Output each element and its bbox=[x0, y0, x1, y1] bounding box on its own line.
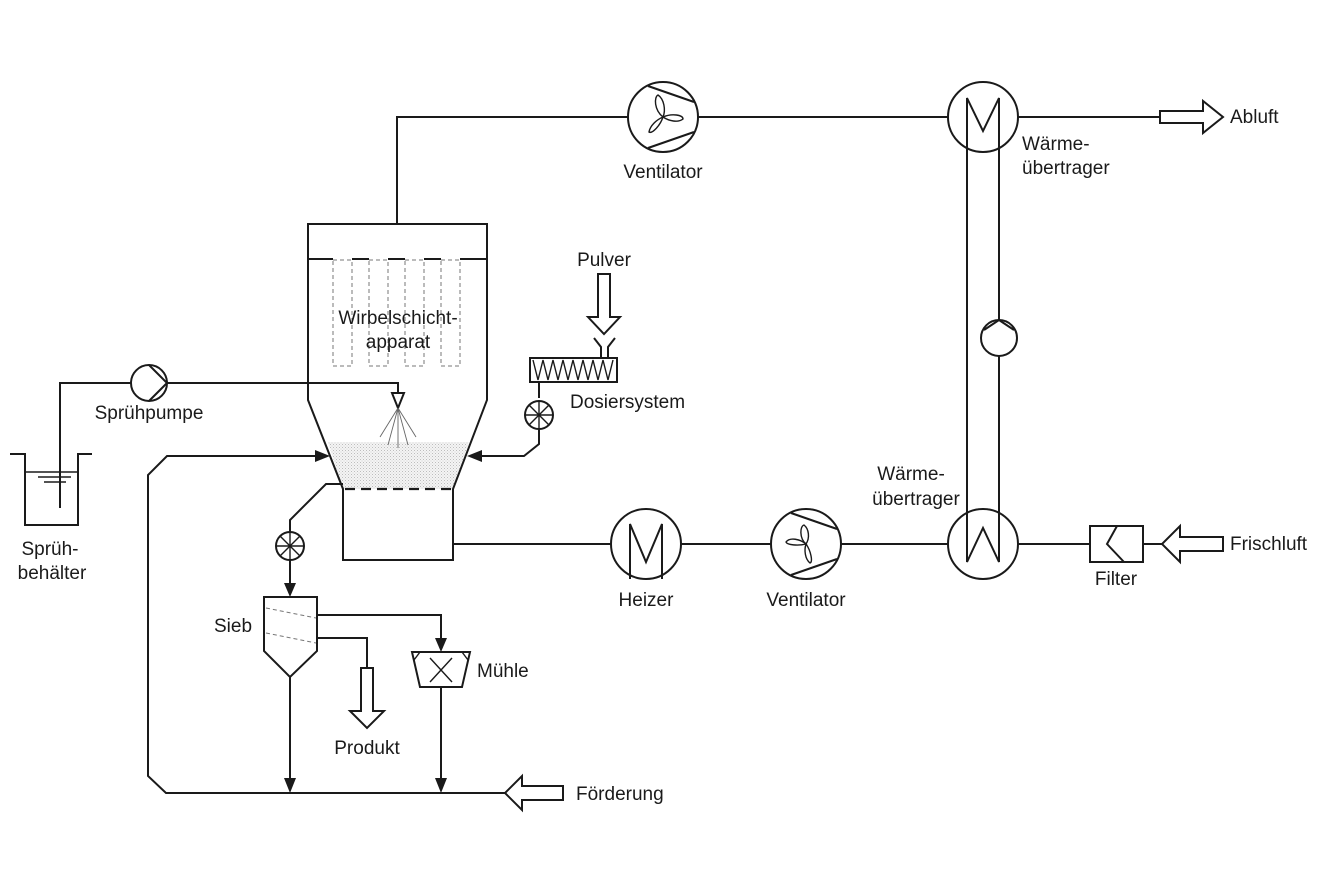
product-arrow-icon bbox=[347, 667, 387, 730]
fresh-air-label: Frischluft bbox=[1230, 534, 1308, 555]
arrowhead-icon bbox=[467, 450, 482, 462]
fluidized-bed-particles bbox=[328, 442, 469, 489]
ventilator-top[interactable] bbox=[627, 81, 699, 153]
ventilator-top-label: Ventilator bbox=[623, 162, 703, 183]
powder-arrow-icon bbox=[585, 273, 623, 336]
heat-exchanger-bottom-label-line1: Wärme- bbox=[877, 464, 945, 485]
ventilator-bottom[interactable] bbox=[770, 508, 842, 580]
apparatus-shell bbox=[307, 223, 488, 561]
powder-label: Pulver bbox=[577, 250, 632, 271]
ventilator-bottom-label: Ventilator bbox=[766, 590, 846, 611]
fresh-air-arrow-icon bbox=[1160, 523, 1224, 565]
product-label: Produkt bbox=[334, 738, 400, 759]
mill-label: Mühle bbox=[477, 661, 529, 682]
heater[interactable] bbox=[610, 508, 682, 580]
arrowhead-icon bbox=[284, 583, 296, 597]
air-filter[interactable] bbox=[1089, 525, 1144, 563]
mill[interactable] bbox=[410, 651, 472, 688]
arrowhead-icon bbox=[435, 778, 447, 793]
heat-exchanger-top-label-line2: übertrager bbox=[1022, 158, 1110, 179]
sieve-label: Sieb bbox=[214, 616, 252, 637]
spray-pump-label: Sprühpumpe bbox=[95, 403, 204, 424]
spray-pump[interactable] bbox=[130, 364, 168, 402]
dosing-label: Dosiersystem bbox=[570, 392, 685, 413]
spray-tank[interactable] bbox=[10, 453, 92, 526]
heat-exchanger-top-label-line1: Wärme- bbox=[1022, 134, 1090, 155]
heat-exchanger-bottom-label-line2: übertrager bbox=[872, 489, 960, 510]
arrowhead-icon bbox=[315, 450, 330, 462]
sieve[interactable] bbox=[263, 596, 318, 679]
conveying-label: Förderung bbox=[576, 784, 664, 805]
rotary-valve-discharge[interactable] bbox=[275, 531, 305, 561]
filter-bags bbox=[332, 259, 461, 367]
conveying-arrow-icon bbox=[503, 773, 564, 813]
spray-tank-label-line1: Sprüh- bbox=[21, 539, 78, 560]
exhaust-arrow-icon bbox=[1159, 98, 1225, 136]
spray-tank-label-line2: behälter bbox=[18, 563, 87, 584]
spray-nozzle-icon bbox=[379, 392, 417, 448]
fluidized-bed-apparatus: Wirbelschicht- apparat bbox=[307, 223, 488, 561]
circulation-pump[interactable] bbox=[980, 319, 1018, 357]
heat-exchanger-bottom[interactable] bbox=[947, 505, 1019, 580]
arrowhead-icon bbox=[435, 638, 447, 652]
heater-label: Heizer bbox=[619, 590, 675, 611]
screw-dosing-system[interactable] bbox=[529, 357, 618, 383]
apparatus-label-line2: apparat bbox=[366, 332, 431, 353]
heat-exchanger-top[interactable] bbox=[947, 81, 1019, 157]
fan-icon bbox=[785, 524, 813, 564]
exhaust-label: Abluft bbox=[1230, 107, 1279, 128]
hopper-icon bbox=[593, 337, 616, 358]
rotary-valve-dosing[interactable] bbox=[524, 400, 554, 430]
filter-label: Filter bbox=[1095, 569, 1138, 590]
fan-icon bbox=[648, 94, 684, 133]
arrowhead-icon bbox=[284, 778, 296, 793]
apparatus-label-line1: Wirbelschicht- bbox=[338, 308, 457, 329]
